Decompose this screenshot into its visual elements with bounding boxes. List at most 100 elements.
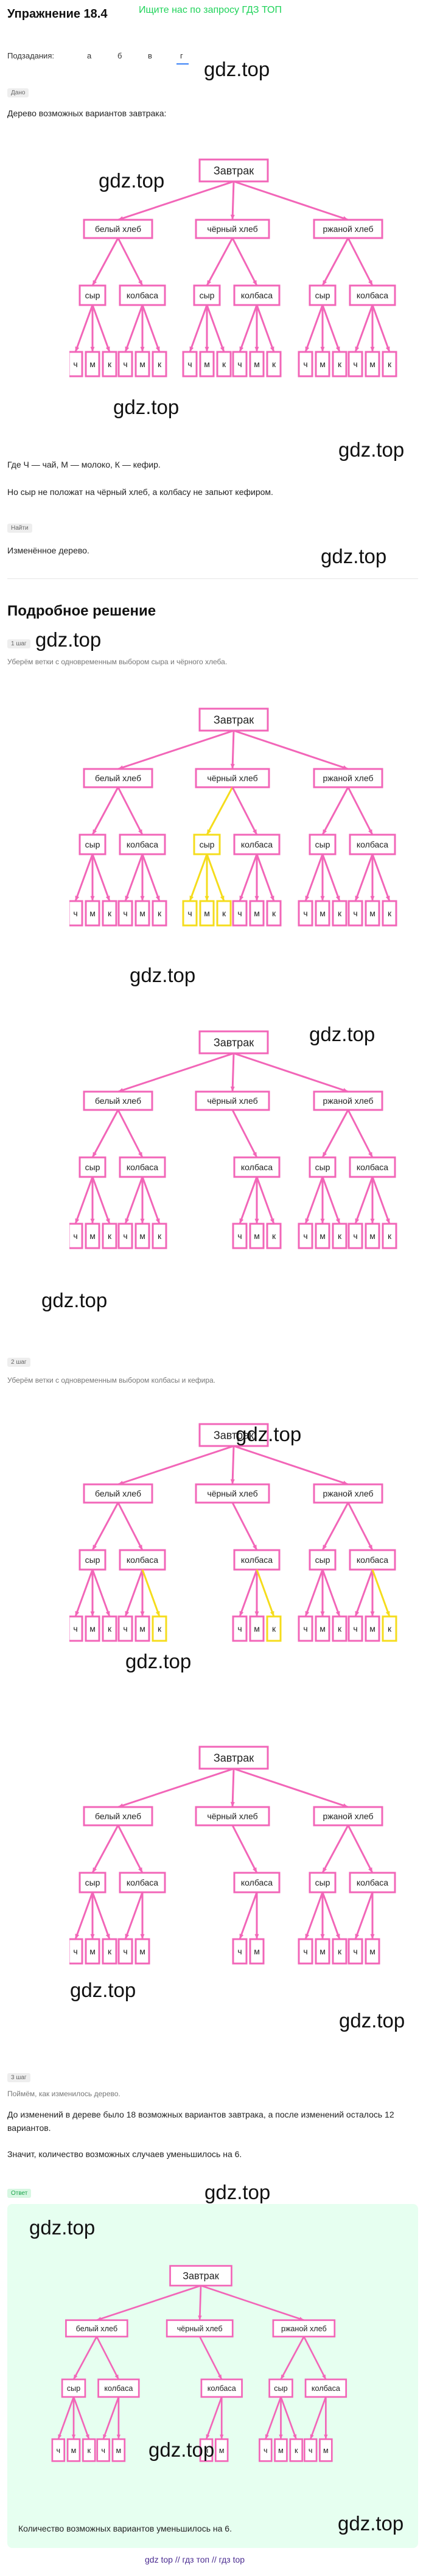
step3-text: Поймём, как изменилось дерево. xyxy=(7,2090,120,2098)
tree-filling-label: колбаса xyxy=(104,2384,133,2393)
answer-text: Количество возможных вариантов уменьшило… xyxy=(18,2524,232,2533)
tree-edge xyxy=(117,1109,144,1158)
tree-drink-label: м xyxy=(116,2446,122,2455)
tree-bread-label: белый хлеб xyxy=(95,1096,141,1106)
tree-drink-box xyxy=(152,900,167,927)
tree-edge xyxy=(124,304,144,353)
tree-drink-box xyxy=(347,1615,363,1642)
footer-link[interactable]: гдз top xyxy=(218,2555,245,2564)
tree-drink-label: к xyxy=(388,359,392,369)
tree-root-label: Завтрак xyxy=(183,2271,219,2282)
tree-edge-head xyxy=(293,2434,297,2440)
tree-edge-head xyxy=(75,896,80,901)
tree-edge xyxy=(91,237,119,286)
tree-edge-head xyxy=(320,1934,325,1939)
tree-edge-head xyxy=(368,829,372,835)
tree-drink-box xyxy=(332,1938,347,1965)
tree-filling-box xyxy=(304,2378,347,2398)
tree-drink-label: м xyxy=(71,2446,77,2455)
tree-drink-box xyxy=(298,1223,313,1249)
tree-edge-head xyxy=(125,346,130,352)
tree-drink-box xyxy=(199,351,215,377)
tree-drink-box xyxy=(266,1223,282,1249)
tree-edge-head xyxy=(138,1152,142,1157)
tree-drink-label: ч xyxy=(303,908,307,918)
tree-edge-head xyxy=(335,1218,340,1224)
search-hint-link[interactable]: Ищите нас по запросу ГДЗ ТОП xyxy=(139,5,282,15)
tree-edge-head xyxy=(155,346,160,352)
tree-edge-head xyxy=(324,2434,328,2440)
tree-drink-label: м xyxy=(89,1624,96,1634)
tree-edge-head xyxy=(254,1611,259,1616)
tree-bread-label: белый хлеб xyxy=(95,773,141,783)
tree-edge xyxy=(371,1176,391,1224)
tree-drink-label: ч xyxy=(237,359,242,369)
tree-edge-head xyxy=(140,1218,145,1224)
subtasks-label: Подзадания: xyxy=(7,51,54,60)
tree-drink-box xyxy=(315,351,330,377)
tree-drink-label: м xyxy=(369,359,375,369)
tree-drink-label: к xyxy=(158,359,162,369)
tree-drink-box xyxy=(102,1223,117,1249)
footer-link[interactable]: гдз топ xyxy=(182,2555,210,2564)
tree-edge-head xyxy=(265,2434,269,2440)
tree-filling-label: сыр xyxy=(315,840,330,849)
subtask-tab-g[interactable]: г xyxy=(180,51,183,60)
tree-edge-head xyxy=(58,2434,62,2440)
tree-filling-label: колбаса xyxy=(357,1878,388,1887)
tree-edge xyxy=(321,1825,349,1873)
tree-edge xyxy=(206,304,225,353)
tree-edge-head xyxy=(323,829,327,835)
tree-drink-box xyxy=(134,900,150,927)
tree-bread-label: белый хлеб xyxy=(95,1811,141,1821)
tree-edge xyxy=(371,1569,391,1617)
footer-separator: // xyxy=(211,2555,217,2564)
tree-drink-label: м xyxy=(369,908,375,918)
tree-edge xyxy=(124,1892,144,1940)
tree-bread-label: белый хлеб xyxy=(95,224,141,234)
tree-edge-head xyxy=(207,829,212,835)
tree-edge-head xyxy=(323,280,327,286)
tree-edge xyxy=(74,1892,94,1940)
tree-drink-label: м xyxy=(369,1946,375,1956)
tree-drink-box xyxy=(117,1615,133,1642)
tree-drink-box xyxy=(319,2438,333,2462)
tree-drink-box xyxy=(102,1938,117,1965)
tree-drink-box xyxy=(232,1938,248,1965)
footer-link[interactable]: gdz top xyxy=(145,2555,173,2564)
tree-edge xyxy=(231,730,235,770)
tree-edge xyxy=(189,854,208,902)
tree-edge-head xyxy=(140,896,145,901)
tree-filling-box xyxy=(349,1872,396,1893)
tree-edge xyxy=(124,854,144,902)
given-badge: Дано xyxy=(7,88,29,97)
tree-filling-label: колбаса xyxy=(241,1555,273,1565)
tree-edge-head xyxy=(253,1152,257,1157)
tree-edge-head xyxy=(125,1934,130,1939)
tree-drink-box xyxy=(182,351,198,377)
tree-drink-label: м xyxy=(320,908,326,918)
tree-drink-label: ч xyxy=(303,1624,307,1634)
watermark: gdz.top xyxy=(35,628,102,651)
subtask-tab-v[interactable]: в xyxy=(148,51,152,60)
tree-edge xyxy=(200,2284,304,2322)
subtask-tab-a[interactable]: а xyxy=(87,51,92,60)
tree-edge-head xyxy=(140,1611,145,1616)
tree-bread-label: ржаной хлеб xyxy=(323,1489,374,1498)
tree-drink-label: м xyxy=(139,359,145,369)
watermark: gdz.top xyxy=(70,1979,136,2001)
tree-drink-box xyxy=(66,2438,81,2462)
tree-edge-head xyxy=(138,829,142,835)
tree-drink-label: м xyxy=(89,1231,96,1241)
subtask-tab-b[interactable]: б xyxy=(117,51,122,60)
tree-edge xyxy=(233,1767,349,1808)
tree-edge-head xyxy=(239,1934,244,1939)
tree-edge-head xyxy=(220,896,225,901)
tree-filling-box xyxy=(268,2378,293,2398)
tree-drink-label: м xyxy=(278,2446,284,2455)
tree-edge-head xyxy=(230,214,235,220)
tree-drink-label: м xyxy=(139,1946,145,1956)
tree-edge xyxy=(91,1569,111,1617)
tree-edge xyxy=(309,2396,327,2440)
